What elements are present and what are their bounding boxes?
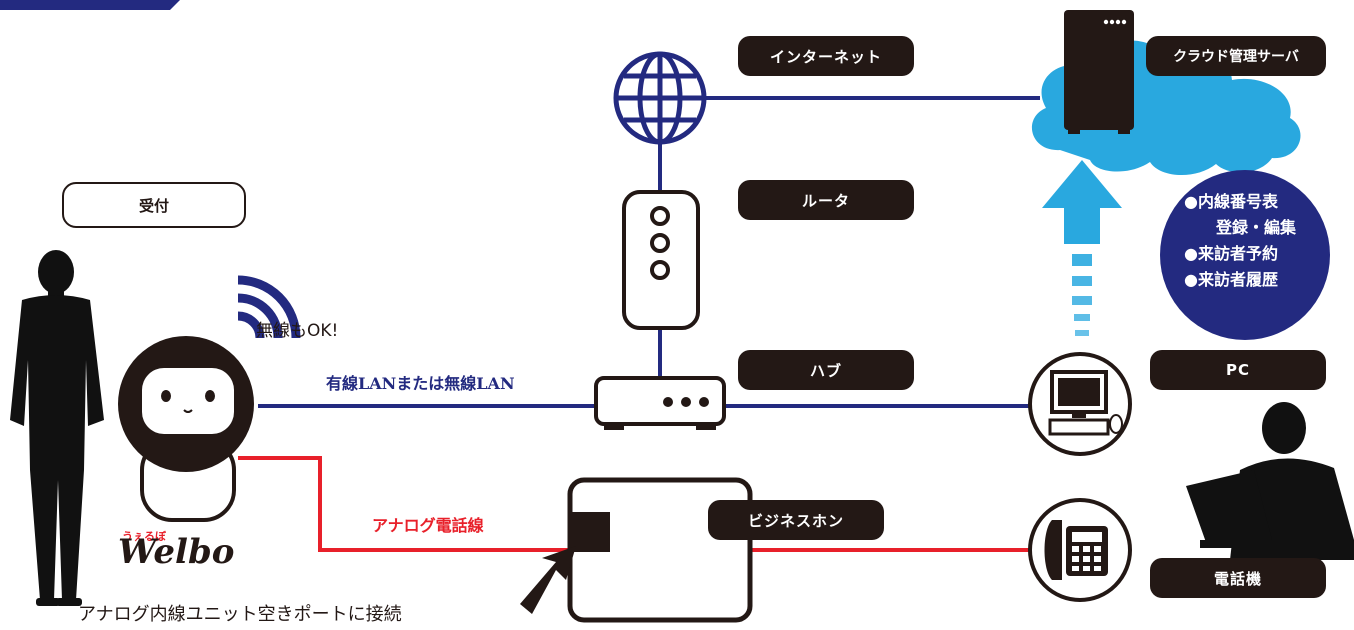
features-badge: ●内線番号表 登録・編集 ●来訪者予約 ●来訪者履歴 xyxy=(1160,170,1330,340)
hub-icon xyxy=(594,376,726,430)
cloud-server-label: クラウド管理サーバ xyxy=(1146,36,1326,76)
business-phone-icon xyxy=(567,477,753,623)
internet-label: インターネット xyxy=(738,36,914,76)
connection-arrow-icon xyxy=(520,546,576,614)
telephone-icon xyxy=(1028,498,1132,602)
business-phone-label: ビジネスホン xyxy=(708,500,884,540)
welbo-logo: Welbo xyxy=(118,532,235,572)
globe-icon xyxy=(613,51,707,145)
feature-line-4: ●来訪者履歴 xyxy=(1184,270,1278,289)
pc-icon xyxy=(1028,352,1132,456)
feature-line-3: ●来訪者予約 xyxy=(1184,244,1278,263)
router-label: ルータ xyxy=(738,180,914,220)
hub-label: ハブ xyxy=(738,350,914,390)
lan-label-text: 有線LANまたは無線LAN xyxy=(326,374,515,393)
feature-line-1: ●内線番号表 xyxy=(1184,192,1278,211)
analog-lines xyxy=(238,456,1030,552)
upload-arrow-icon xyxy=(1042,160,1122,336)
wireless-ok-text: 無線もOK! xyxy=(256,321,339,341)
feature-line-2: 登録・編集 xyxy=(1216,218,1297,237)
wifi-icon xyxy=(237,275,301,339)
businessman-silhouette xyxy=(10,250,104,606)
router-icon xyxy=(622,190,700,330)
welbo-robot xyxy=(118,336,254,522)
analog-port-note: アナログ内線ユニット空きポートに接続 xyxy=(78,604,402,625)
header-tab xyxy=(0,0,180,10)
seated-businessman-silhouette xyxy=(1186,402,1354,560)
reception-label: 受付 xyxy=(62,182,246,228)
analog-line-label-text: アナログ電話線 xyxy=(372,516,484,535)
welbo-ruby-text: うぇるぼ xyxy=(122,530,166,543)
telephone-label: 電話機 xyxy=(1150,558,1326,598)
pc-label: PC xyxy=(1150,350,1326,390)
lan-lines xyxy=(258,96,1040,408)
server-icon xyxy=(1064,10,1134,134)
